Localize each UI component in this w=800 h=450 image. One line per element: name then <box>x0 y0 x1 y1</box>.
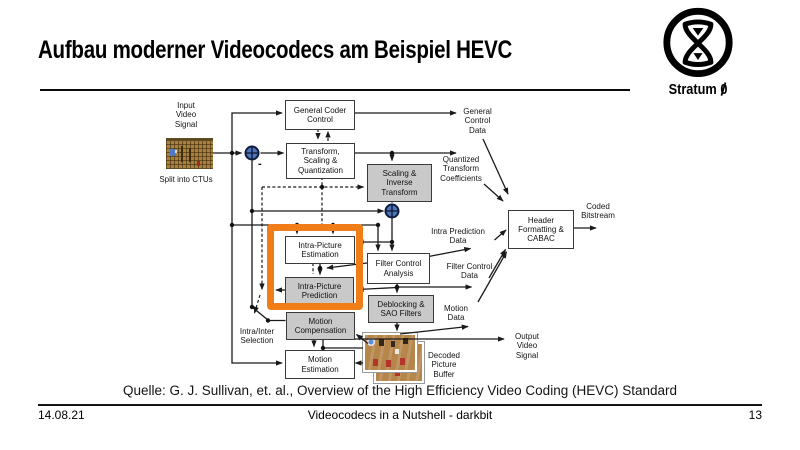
box-motion-estimation: Motion Estimation <box>285 350 355 379</box>
box-intra-picture-estimation: Intra-Picture Estimation <box>285 236 355 264</box>
logo-text-prefix: Stratum <box>668 81 721 98</box>
box-general-coder-control: General Coder Control <box>285 100 355 130</box>
player-red <box>373 359 378 366</box>
label-quantized-transform-coefficients: Quantized Transform Coefficients <box>440 155 482 183</box>
court-logo-circle <box>367 338 375 346</box>
label-minus-sign: - <box>258 158 262 170</box>
stratum0-logo-text: Stratum 0 <box>656 81 741 98</box>
box-deblocking-sao-filters: Deblocking & SAO Filters <box>368 295 434 323</box>
logo-slashed-zero: 0 <box>720 81 728 98</box>
title-underline <box>40 89 630 91</box>
label-input-video-signal: Input Video Signal <box>174 101 198 129</box>
solid-connectors <box>213 110 597 366</box>
dashed-connectors <box>253 129 365 348</box>
ctu-image-dark-speck <box>181 146 183 162</box>
ctu-image-blue-speck <box>170 149 176 156</box>
adder-icon <box>384 203 400 219</box>
ctu-image-red-speck <box>197 161 200 166</box>
footer-page-number: 13 <box>748 408 762 422</box>
label-split-into-ctus: Split into CTUs <box>159 175 213 184</box>
label-motion-data: Motion Data <box>443 304 468 323</box>
source-citation: Quelle: G. J. Sullivan, et. al., Overvie… <box>122 383 677 398</box>
box-intra-picture-prediction: Intra-Picture Prediction <box>285 277 354 305</box>
label-intra-inter-selection: Intra/Inter Selection <box>239 327 275 346</box>
decoded-picture-image-front <box>363 333 417 372</box>
stratum0-hourglass-icon <box>663 7 733 78</box>
player-red <box>395 369 400 376</box>
adder-icon <box>244 145 260 161</box>
label-intra-prediction-data: Intra Prediction Data <box>431 227 485 246</box>
player-white <box>395 349 399 354</box>
label-general-control-data: General Control Data <box>463 107 492 135</box>
split-into-ctus-image <box>166 138 213 169</box>
box-scaling-inverse-transform: Scaling & Inverse Transform <box>367 164 432 202</box>
ctu-image-white-speck <box>175 150 177 153</box>
box-filter-control-analysis: Filter Control Analysis <box>367 253 430 284</box>
label-decoded-picture-buffer: Decoded Picture Buffer <box>427 351 461 379</box>
ctu-image-dark-speck2 <box>189 148 191 162</box>
label-coded-bitstream: Coded Bitstream <box>581 202 615 221</box>
slide-title: Aufbau moderner Videocodecs am Beispiel … <box>38 36 513 64</box>
label-filter-control-data: Filter Control Data <box>446 262 493 281</box>
footer-date: 14.08.21 <box>38 408 85 422</box>
footer-divider <box>38 404 762 406</box>
box-motion-compensation: Motion Compensation <box>286 312 355 340</box>
label-output-video-signal: Output Video Signal <box>514 332 539 360</box>
player-red <box>400 358 405 365</box>
box-transform-scaling-quantization: Transform, Scaling & Quantization <box>286 143 355 179</box>
player-red <box>386 360 391 367</box>
highlight-box <box>267 224 363 310</box>
box-header-formatting-cabac: Header Formatting & CABAC <box>508 210 574 249</box>
player-dark <box>379 339 384 346</box>
footer-title: Videocodecs in a Nutshell - darkbit <box>307 408 493 422</box>
player-dark <box>391 341 395 347</box>
player-dark <box>403 338 408 344</box>
